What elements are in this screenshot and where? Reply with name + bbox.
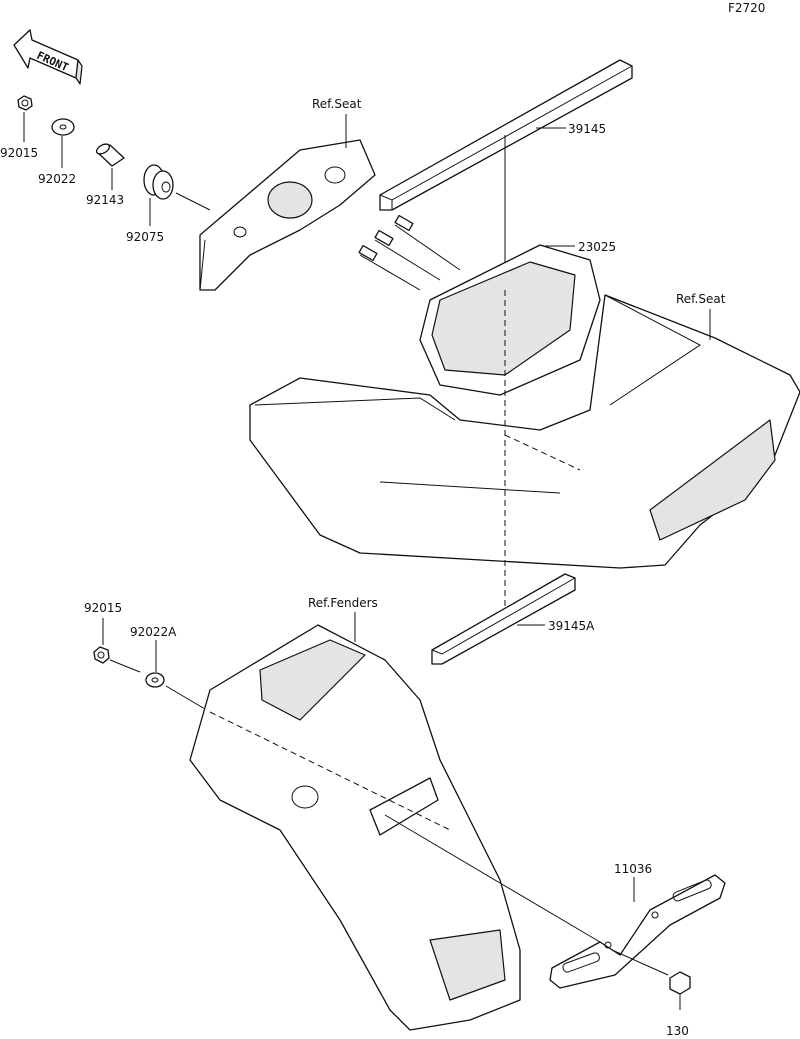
label-92015-lower: 92015 bbox=[84, 601, 122, 615]
label-11036: 11036 bbox=[614, 862, 652, 876]
label-92022A: 92022A bbox=[130, 625, 177, 639]
pad-39145A-icon bbox=[431, 573, 576, 665]
front-direction-arrow-icon: FRONT bbox=[13, 29, 83, 85]
label-39145A: 39145A bbox=[548, 619, 595, 633]
seat-cowl bbox=[249, 290, 800, 610]
nut-92015-lower-icon bbox=[93, 646, 110, 664]
grommet-92075-icon bbox=[143, 164, 174, 200]
pad-39145-icon bbox=[379, 59, 633, 211]
washer-92022A-icon bbox=[145, 672, 165, 688]
ref-fenders: Ref.Fenders bbox=[308, 596, 378, 610]
ref-seat-right: Ref.Seat bbox=[676, 292, 726, 306]
label-92015-top: 92015 bbox=[0, 146, 38, 160]
tail-lamp-23025 bbox=[358, 214, 601, 396]
label-23025: 23025 bbox=[578, 240, 616, 254]
collar-92143-icon bbox=[95, 143, 125, 167]
seat-bracket-ref bbox=[199, 139, 376, 291]
label-39145: 39145 bbox=[568, 122, 606, 136]
washer-92022-icon bbox=[51, 118, 75, 136]
ref-seat-upper: Ref.Seat bbox=[312, 97, 362, 111]
rear-fender-ref bbox=[189, 624, 521, 1031]
label-92075: 92075 bbox=[126, 230, 164, 244]
nut-92015-top-icon bbox=[17, 95, 33, 111]
label-130: 130 bbox=[666, 1024, 689, 1038]
figure-code: F2720 bbox=[728, 1, 765, 15]
label-92143: 92143 bbox=[86, 193, 124, 207]
bolt-130-icon bbox=[669, 971, 691, 1010]
bracket-11036 bbox=[549, 874, 726, 989]
label-92022: 92022 bbox=[38, 172, 76, 186]
